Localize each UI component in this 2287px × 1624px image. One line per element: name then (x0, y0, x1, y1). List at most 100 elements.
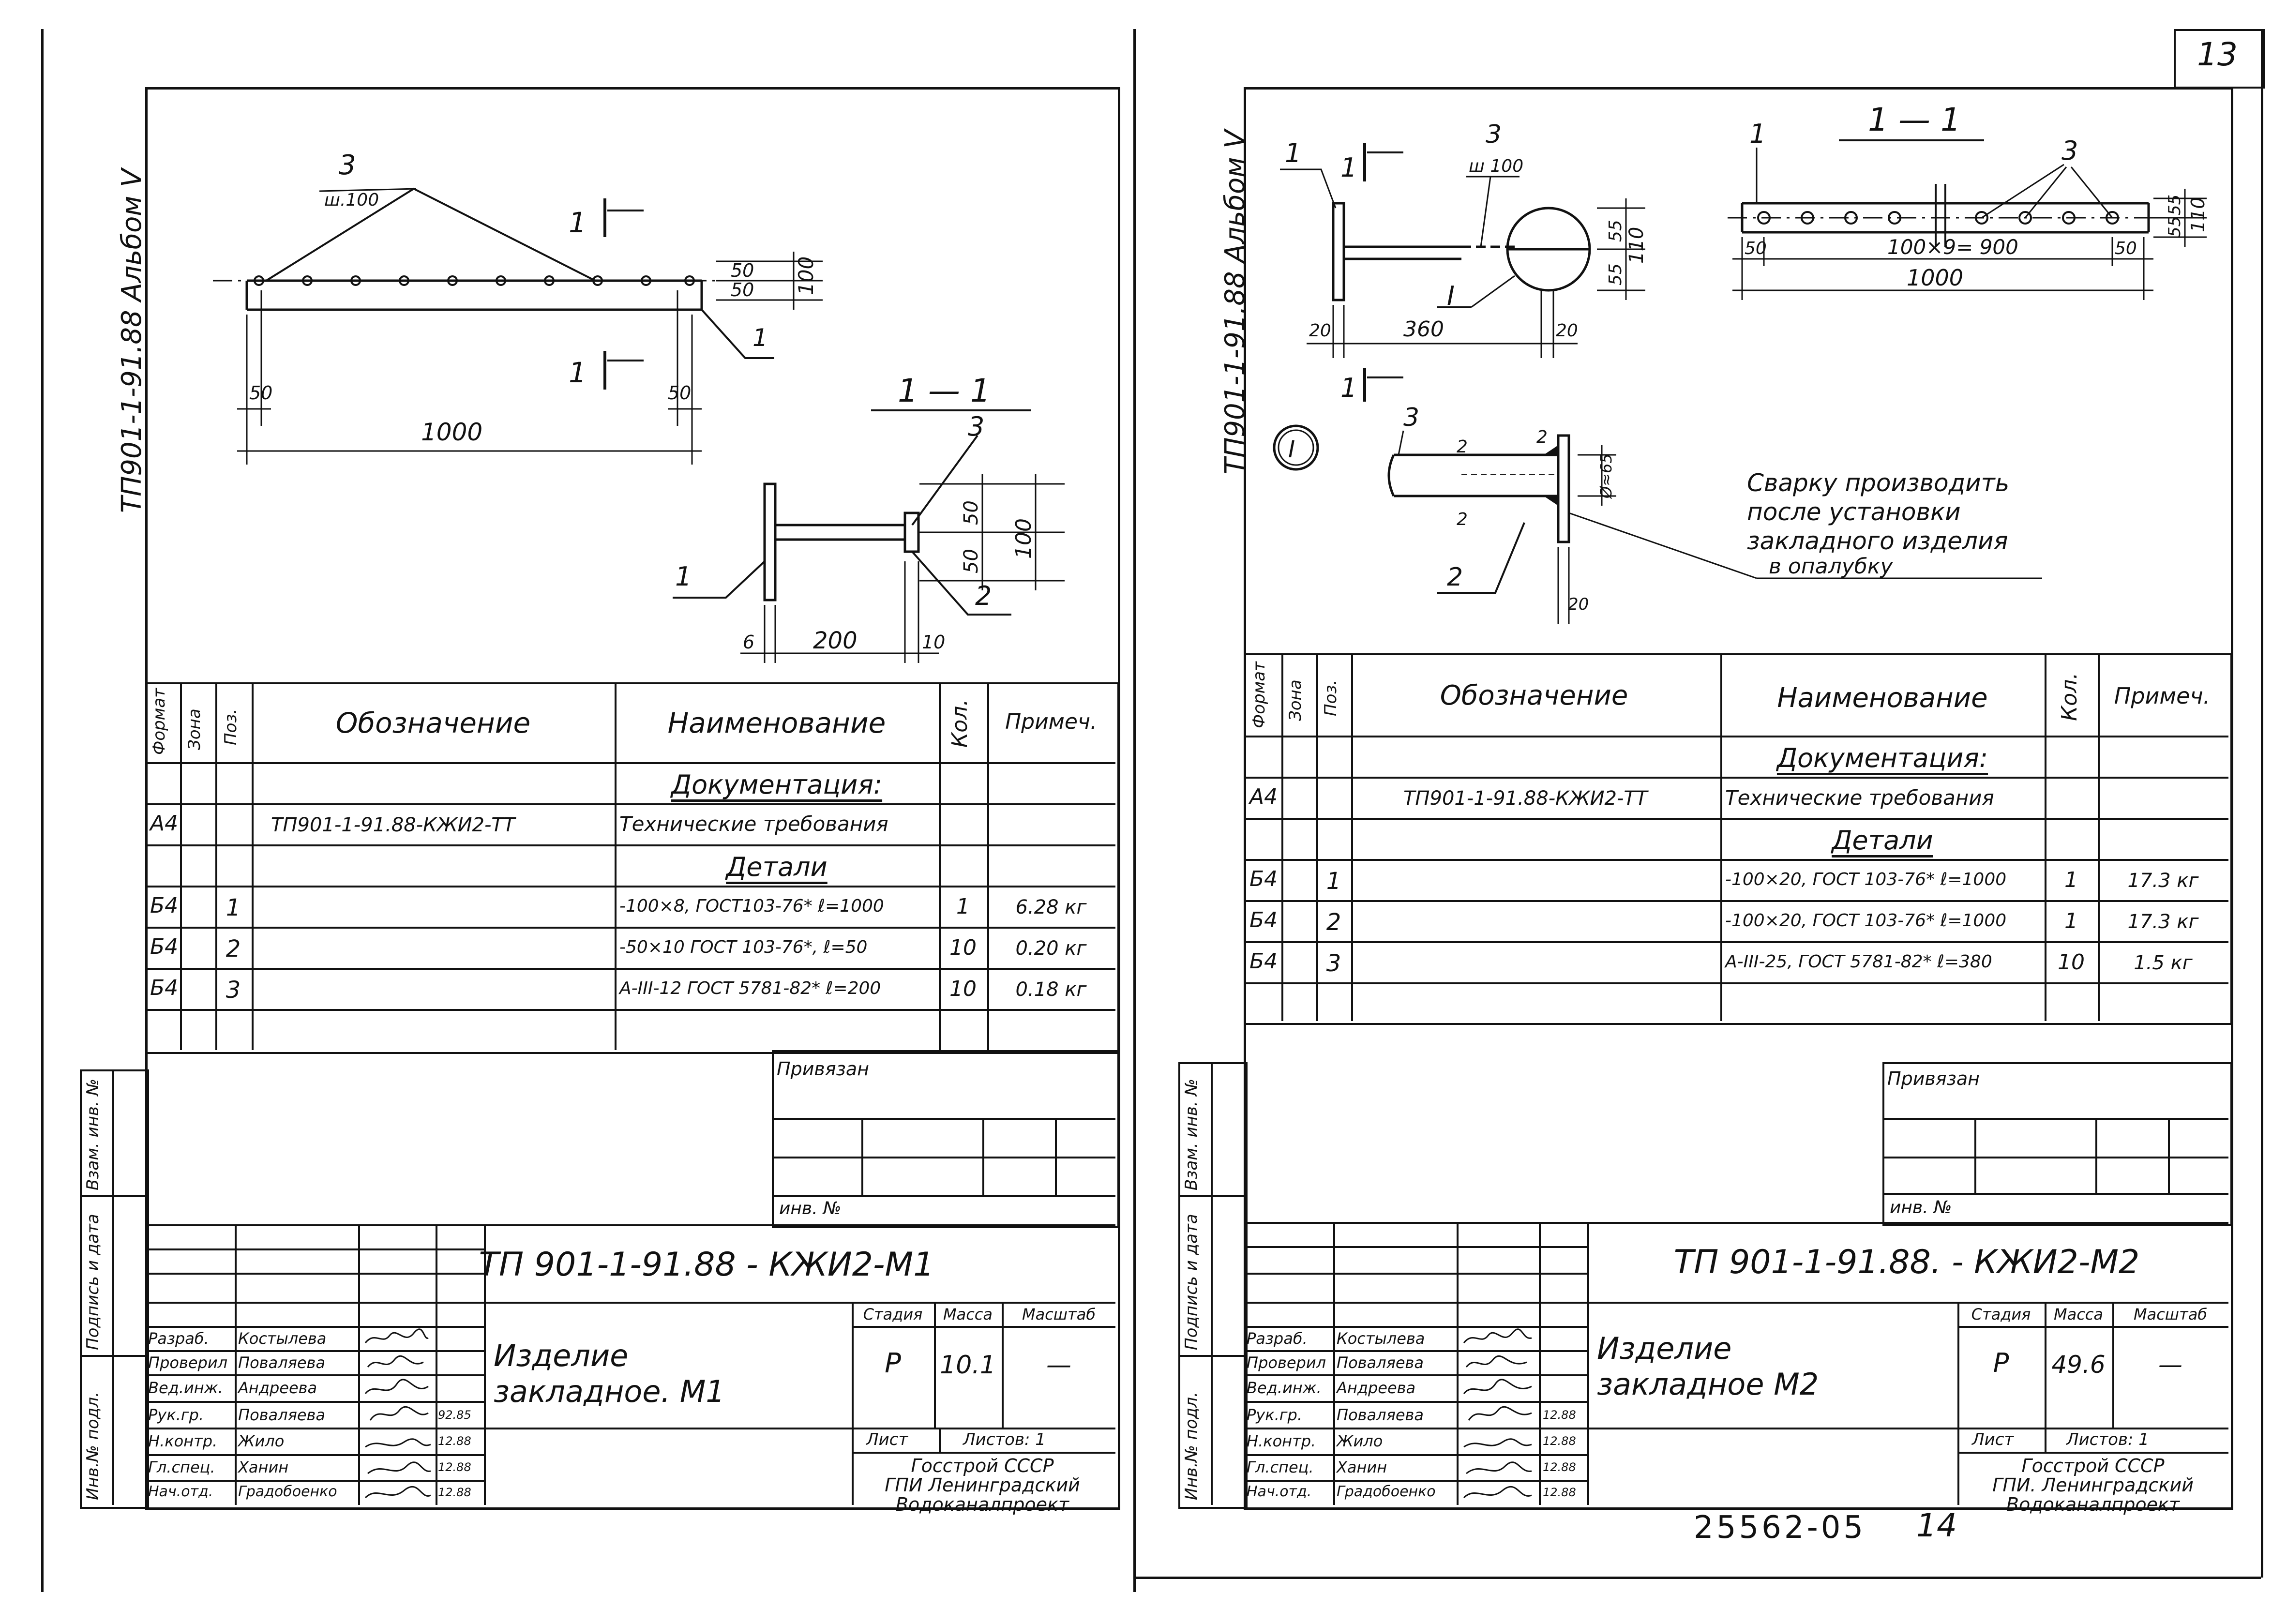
left-section-pos2: 2 (975, 581, 992, 611)
left-stage: Р (885, 1348, 901, 1379)
right-note-line-2: после установки (1747, 498, 1961, 526)
right-node-dim-2c: 2 (1457, 510, 1468, 529)
outer-frame-bottom (1133, 1577, 2261, 1579)
right-hdr-name: Наименование (1777, 682, 1988, 714)
right-node-dim-phi: Ø≈65 (1597, 453, 1615, 499)
anchor-mark (254, 275, 264, 286)
right-node-pos3: 3 (1403, 403, 1419, 432)
left-stamp-3: Инв.№ подл. (83, 1392, 103, 1500)
right-sheet-code: ТП 901-1-91.88. - КЖИ2-М2 (1673, 1243, 2140, 1281)
node-plate (1557, 434, 1570, 543)
left-side-stamp (80, 1069, 149, 1509)
right-sec-dim-110: 110 (2187, 197, 2209, 232)
right-product-name: Изделие закладное М2 (1597, 1331, 1819, 1402)
right-node-dim-2b: 2 (1536, 427, 1548, 447)
left-sec-dim-100: 100 (1011, 518, 1036, 559)
right-section-mark-top: 1 (1340, 152, 1357, 183)
left-dim-100: 100 (794, 256, 818, 295)
left-drawing: 3 ш.100 1 1 50 50 100 1 50 50 1000 1 — 1… (213, 150, 1065, 663)
table-row: Б4 (150, 893, 179, 918)
outer-frame-left (41, 29, 44, 1592)
right-sec-pos1: 1 (1749, 119, 1766, 149)
right-privyazan-label: Привязан (1887, 1068, 1980, 1089)
right-note-line-1: Сварку производить (1747, 469, 2009, 497)
left-pos1-plan-label: 1 (752, 324, 768, 352)
right-node-I-ref: I (1447, 281, 1455, 311)
left-section-docs: Документация: (671, 769, 883, 800)
table-row: А4 (1249, 784, 1278, 809)
right-hdr-pos: Поз. (1321, 679, 1340, 716)
left-privyazan-block (772, 1050, 1119, 1228)
right-sec-dim-50: 50 (1745, 239, 1767, 258)
left-dim-1000: 1000 (421, 418, 482, 446)
left-album-label: ТП901-1-91.88 Альбом V (116, 168, 148, 513)
right-dim-20a: 20 (1309, 321, 1331, 341)
left-spec-table (145, 682, 1119, 1054)
right-note-line-3: закладного изделия (1747, 527, 2008, 555)
right-sec-dim-55b: 55 (2165, 216, 2184, 237)
right-hdr-note: Примеч. (2114, 683, 2211, 709)
right-node-I-label: I (1288, 436, 1295, 463)
table-row: Б4 (1249, 949, 1278, 974)
right-sec-dim-55a: 55 (2165, 195, 2184, 215)
left-sec-dim-50b: 50 (960, 549, 982, 573)
left-section-title: 1 — 1 (898, 372, 991, 409)
right-note-line-4: в опалубку (1769, 554, 1893, 579)
right-dim-55a: 55 (1606, 220, 1625, 242)
left-sec-dim-6: 6 (743, 632, 754, 653)
left-hdr-pos: Поз. (221, 708, 241, 745)
left-product-name: Изделие закладное. М1 (494, 1338, 725, 1410)
right-scale: — (2158, 1351, 2182, 1379)
right-dim-360: 360 (1403, 317, 1444, 342)
right-node-dim-2a: 2 (1457, 437, 1468, 457)
right-privyazan-block (1882, 1062, 2232, 1226)
right-section-mark-bottom: 1 (1340, 373, 1357, 403)
right-sec-dim-1000: 1000 (1907, 265, 1963, 291)
left-privyazan-label: Привязан (777, 1058, 869, 1080)
left-sec-dim-10: 10 (922, 632, 945, 653)
right-stamp-3: Инв.№ подл. (1182, 1392, 1201, 1500)
right-signatures (1463, 1328, 1532, 1499)
table-row: Б4 (1249, 908, 1278, 932)
left-hdr-qty: Кол. (948, 699, 972, 748)
right-section-docs: Документация: (1776, 743, 1988, 773)
right-hdr-zone: Зона (1286, 679, 1305, 721)
node-I-circle (1273, 424, 1319, 471)
left-signatures (364, 1328, 431, 1499)
left-hdr-designation: Обозначение (335, 707, 531, 739)
right-spec-table (1244, 653, 2232, 1025)
left-hdr-note: Примеч. (1005, 709, 1097, 734)
left-stamp-2: Подпись и дата (83, 1214, 103, 1350)
right-sec-dim-50b: 50 (2115, 239, 2137, 258)
right-inv-label: инв. № (1890, 1198, 1952, 1218)
right-dim-110: 110 (1625, 227, 1648, 264)
left-scale: — (1046, 1351, 1071, 1380)
left-hdr-format: Формат (150, 688, 169, 755)
right-section-title: 1 — 1 (1868, 101, 1961, 138)
left-dim-50-left: 50 (249, 382, 272, 404)
left-mass: 10.1 (940, 1351, 996, 1380)
right-dim-55b: 55 (1606, 263, 1625, 286)
left-dim-50a: 50 (731, 260, 754, 281)
table-row: Б4 (150, 934, 179, 959)
right-mass: 49.6 (2051, 1351, 2106, 1379)
table-row: Б4 (150, 976, 179, 1000)
left-stamp-1: Взам. инв. № (83, 1079, 103, 1190)
right-sec-pos3: 3 (2061, 135, 2078, 166)
right-sec-dim-100x9: 100×9= 900 (1887, 235, 2018, 259)
right-hdr-designation: Обозначение (1440, 680, 1628, 711)
left-section-pos1: 1 (675, 561, 692, 592)
left-dim-50b: 50 (731, 279, 754, 301)
right-stamp-1: Взам. инв. № (1182, 1079, 1201, 1190)
right-side-stamp (1178, 1062, 1248, 1509)
left-section-mark-top: 1 (569, 206, 587, 239)
right-title-block (1244, 1222, 2228, 1224)
table-row: Б4 (1249, 867, 1278, 891)
side-plate-1 (1332, 202, 1345, 301)
left-section-mark-bottom: 1 (569, 356, 587, 389)
right-node-pos2: 2 (1447, 563, 1463, 592)
left-hdr-name: Наименование (667, 707, 886, 739)
left-section-parts: Детали (726, 852, 828, 882)
left-sec-dim-200: 200 (813, 627, 858, 654)
right-pos1-label: 1 (1285, 138, 1301, 168)
